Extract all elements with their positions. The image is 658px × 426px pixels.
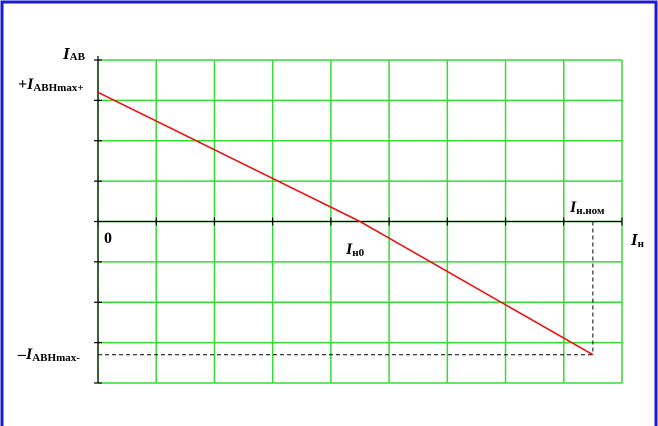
x-axis-label: Iн xyxy=(630,230,645,250)
y-axis-label: IАВ xyxy=(62,44,86,63)
origin-label: 0 xyxy=(104,230,112,247)
axes xyxy=(94,56,623,384)
series xyxy=(97,91,594,356)
y-marker-label-0: +IАВНmax+ xyxy=(18,76,84,94)
series-line-0 xyxy=(97,91,594,356)
grid xyxy=(97,59,623,384)
y-marker-label-1: –IАВНmax- xyxy=(17,346,80,364)
x-marker-label-1: Iн.ном xyxy=(569,199,605,217)
x-marker-label-0: Iн0 xyxy=(345,241,365,259)
labels: IАВ Iн 0 Iн0 Iн.ном +IАВНmax+ –IАВНmax- xyxy=(17,44,645,364)
guide-lines xyxy=(98,221,594,356)
